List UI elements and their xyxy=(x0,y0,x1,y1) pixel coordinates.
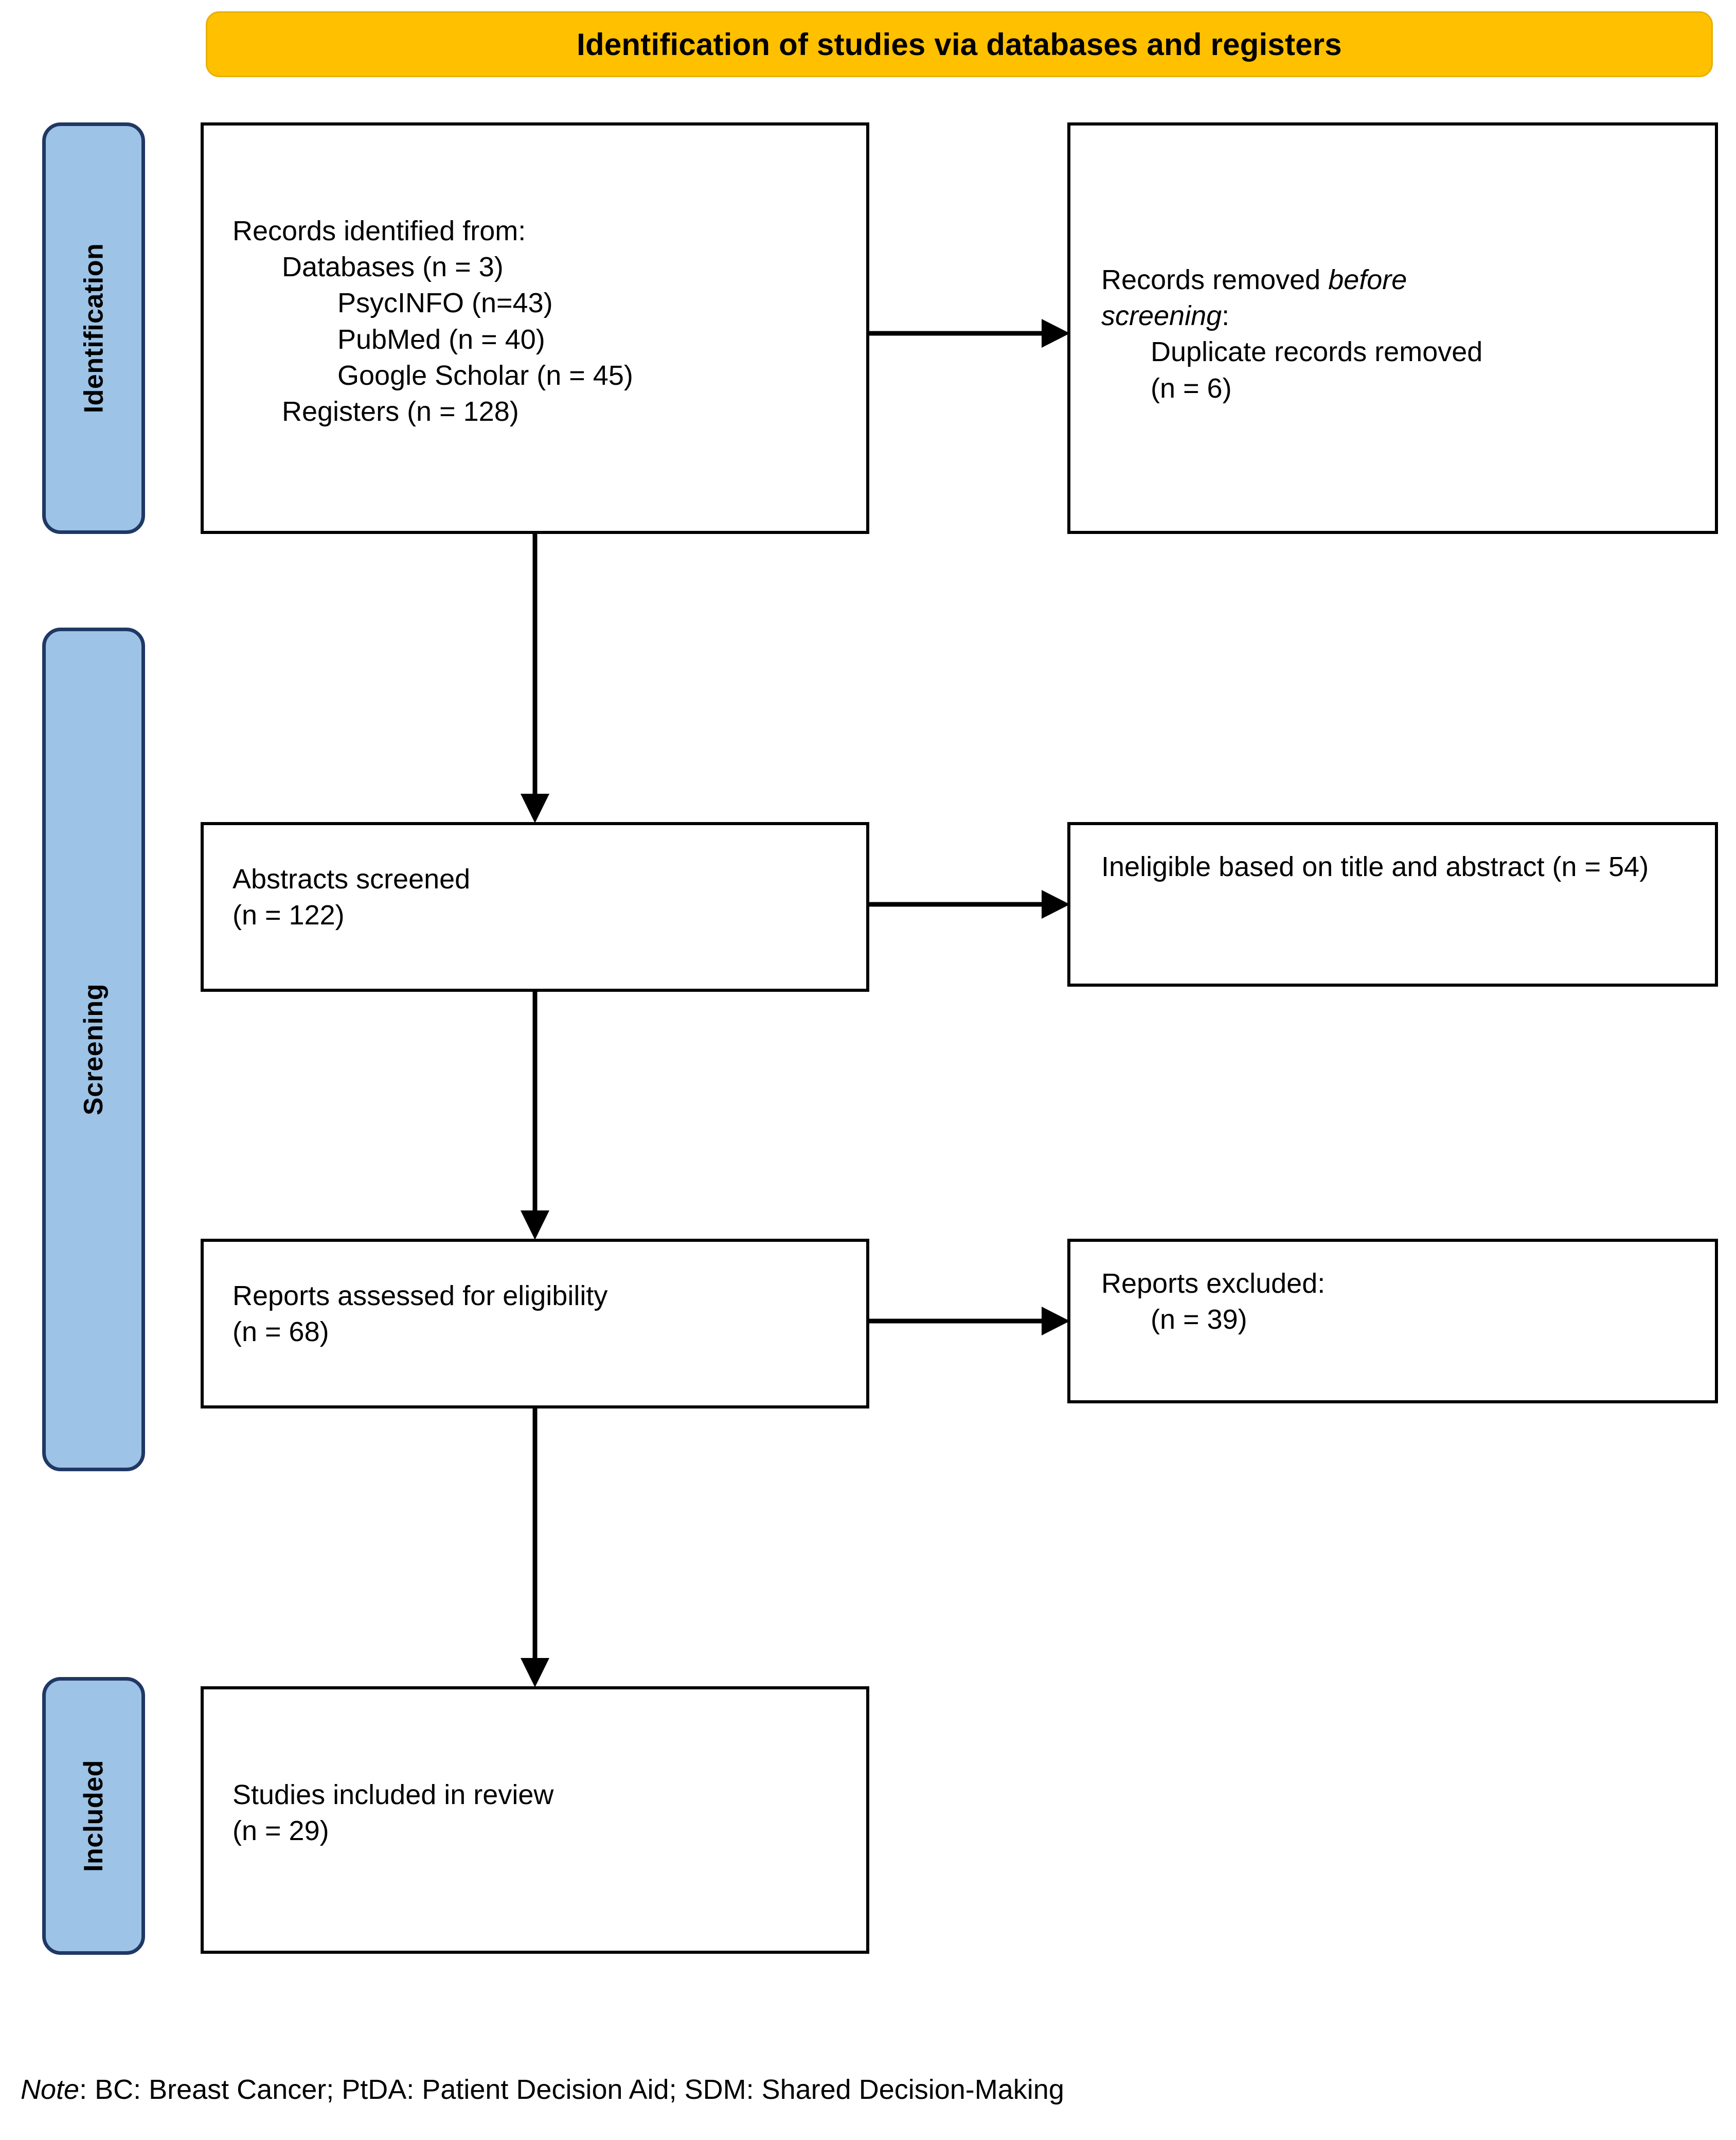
arrow-identified-to-removed xyxy=(869,313,1070,354)
reports-excluded-line-count: (n = 39) xyxy=(1151,1304,1247,1335)
box-reports-assessed-text: Reports assessed for eligibility (n = 68… xyxy=(232,1278,851,1350)
records-removed-line-0: Records removed before xyxy=(1101,262,1703,298)
identification-banner: Identification of studies via databases … xyxy=(206,11,1713,77)
stage-label-identification: Identification xyxy=(79,243,109,414)
box-reports-excluded-text: Reports excluded: (n = 39) xyxy=(1101,1265,1694,1337)
box-ineligible-title-abstract: Ineligible based on title and abstract (… xyxy=(1067,822,1718,987)
abstracts-screened-line-count: (n = 122) xyxy=(232,900,345,931)
records-identified-line-registers: Registers (n = 128) xyxy=(282,396,519,427)
records-removed-text-screening: screening xyxy=(1101,300,1222,332)
studies-included-line-0: Studies included in review xyxy=(232,1779,554,1810)
stage-pill-included: Included xyxy=(42,1677,145,1955)
reports-assessed-line-0: Reports assessed for eligibility xyxy=(232,1280,608,1311)
records-identified-line-pubmed: PubMed (n = 40) xyxy=(337,324,545,355)
records-identified-line-0: Records identified from: xyxy=(232,216,526,246)
arrow-reports-to-included xyxy=(514,1408,556,1687)
arrow-abstracts-to-ineligible xyxy=(869,884,1070,925)
records-removed-line-1: screening: xyxy=(1101,298,1703,334)
stage-label-screening: Screening xyxy=(79,984,109,1115)
records-identified-line-psycinfo: PsycINFO (n=43) xyxy=(337,288,553,319)
box-abstracts-screened: Abstracts screened (n = 122) xyxy=(201,822,869,992)
records-identified-line-google-scholar: Google Scholar (n = 45) xyxy=(337,360,633,391)
arrow-reports-to-excluded xyxy=(869,1300,1070,1342)
box-records-identified-text: Records identified from: Databases (n = … xyxy=(232,213,851,430)
box-abstracts-screened-text: Abstracts screened (n = 122) xyxy=(232,861,851,933)
stage-pill-screening: Screening xyxy=(42,628,145,1471)
records-removed-line-duplicate: Duplicate records removed xyxy=(1151,336,1483,368)
box-studies-included-text: Studies included in review (n = 29) xyxy=(232,1777,851,1849)
stage-label-included: Included xyxy=(79,1760,109,1872)
box-records-removed-text: Records removed before screening: Duplic… xyxy=(1101,262,1703,406)
abstracts-screened-line-0: Abstracts screened xyxy=(232,864,471,895)
records-removed-text-before: before xyxy=(1328,264,1407,295)
box-studies-included: Studies included in review (n = 29) xyxy=(201,1686,869,1954)
records-removed-line-count: (n = 6) xyxy=(1151,372,1232,404)
stage-pill-identification: Identification xyxy=(42,122,145,534)
box-ineligible-text: Ineligible based on title and abstract (… xyxy=(1101,849,1694,885)
arrow-abstracts-to-reports xyxy=(514,992,556,1240)
box-reports-assessed: Reports assessed for eligibility (n = 68… xyxy=(201,1239,869,1408)
records-removed-text-a: Records removed xyxy=(1101,264,1329,295)
box-records-removed: Records removed before screening: Duplic… xyxy=(1067,122,1718,534)
footnote-text: : BC: Breast Cancer; PtDA: Patient Decis… xyxy=(79,2074,1064,2105)
records-identified-line-databases: Databases (n = 3) xyxy=(282,252,504,283)
ineligible-line-0: Ineligible based on title and abstract (… xyxy=(1101,851,1649,882)
reports-assessed-line-count: (n = 68) xyxy=(232,1316,329,1348)
box-reports-excluded: Reports excluded: (n = 39) xyxy=(1067,1239,1718,1403)
studies-included-line-count: (n = 29) xyxy=(232,1815,329,1847)
footnote: Note: BC: Breast Cancer; PtDA: Patient D… xyxy=(21,2073,1064,2107)
box-records-identified: Records identified from: Databases (n = … xyxy=(201,122,869,534)
footnote-label: Note xyxy=(21,2074,80,2105)
records-removed-text-colon: : xyxy=(1222,300,1230,332)
reports-excluded-line-0: Reports excluded: xyxy=(1101,1268,1326,1299)
arrow-identified-to-abstracts xyxy=(514,534,556,823)
banner-title: Identification of studies via databases … xyxy=(577,27,1342,62)
